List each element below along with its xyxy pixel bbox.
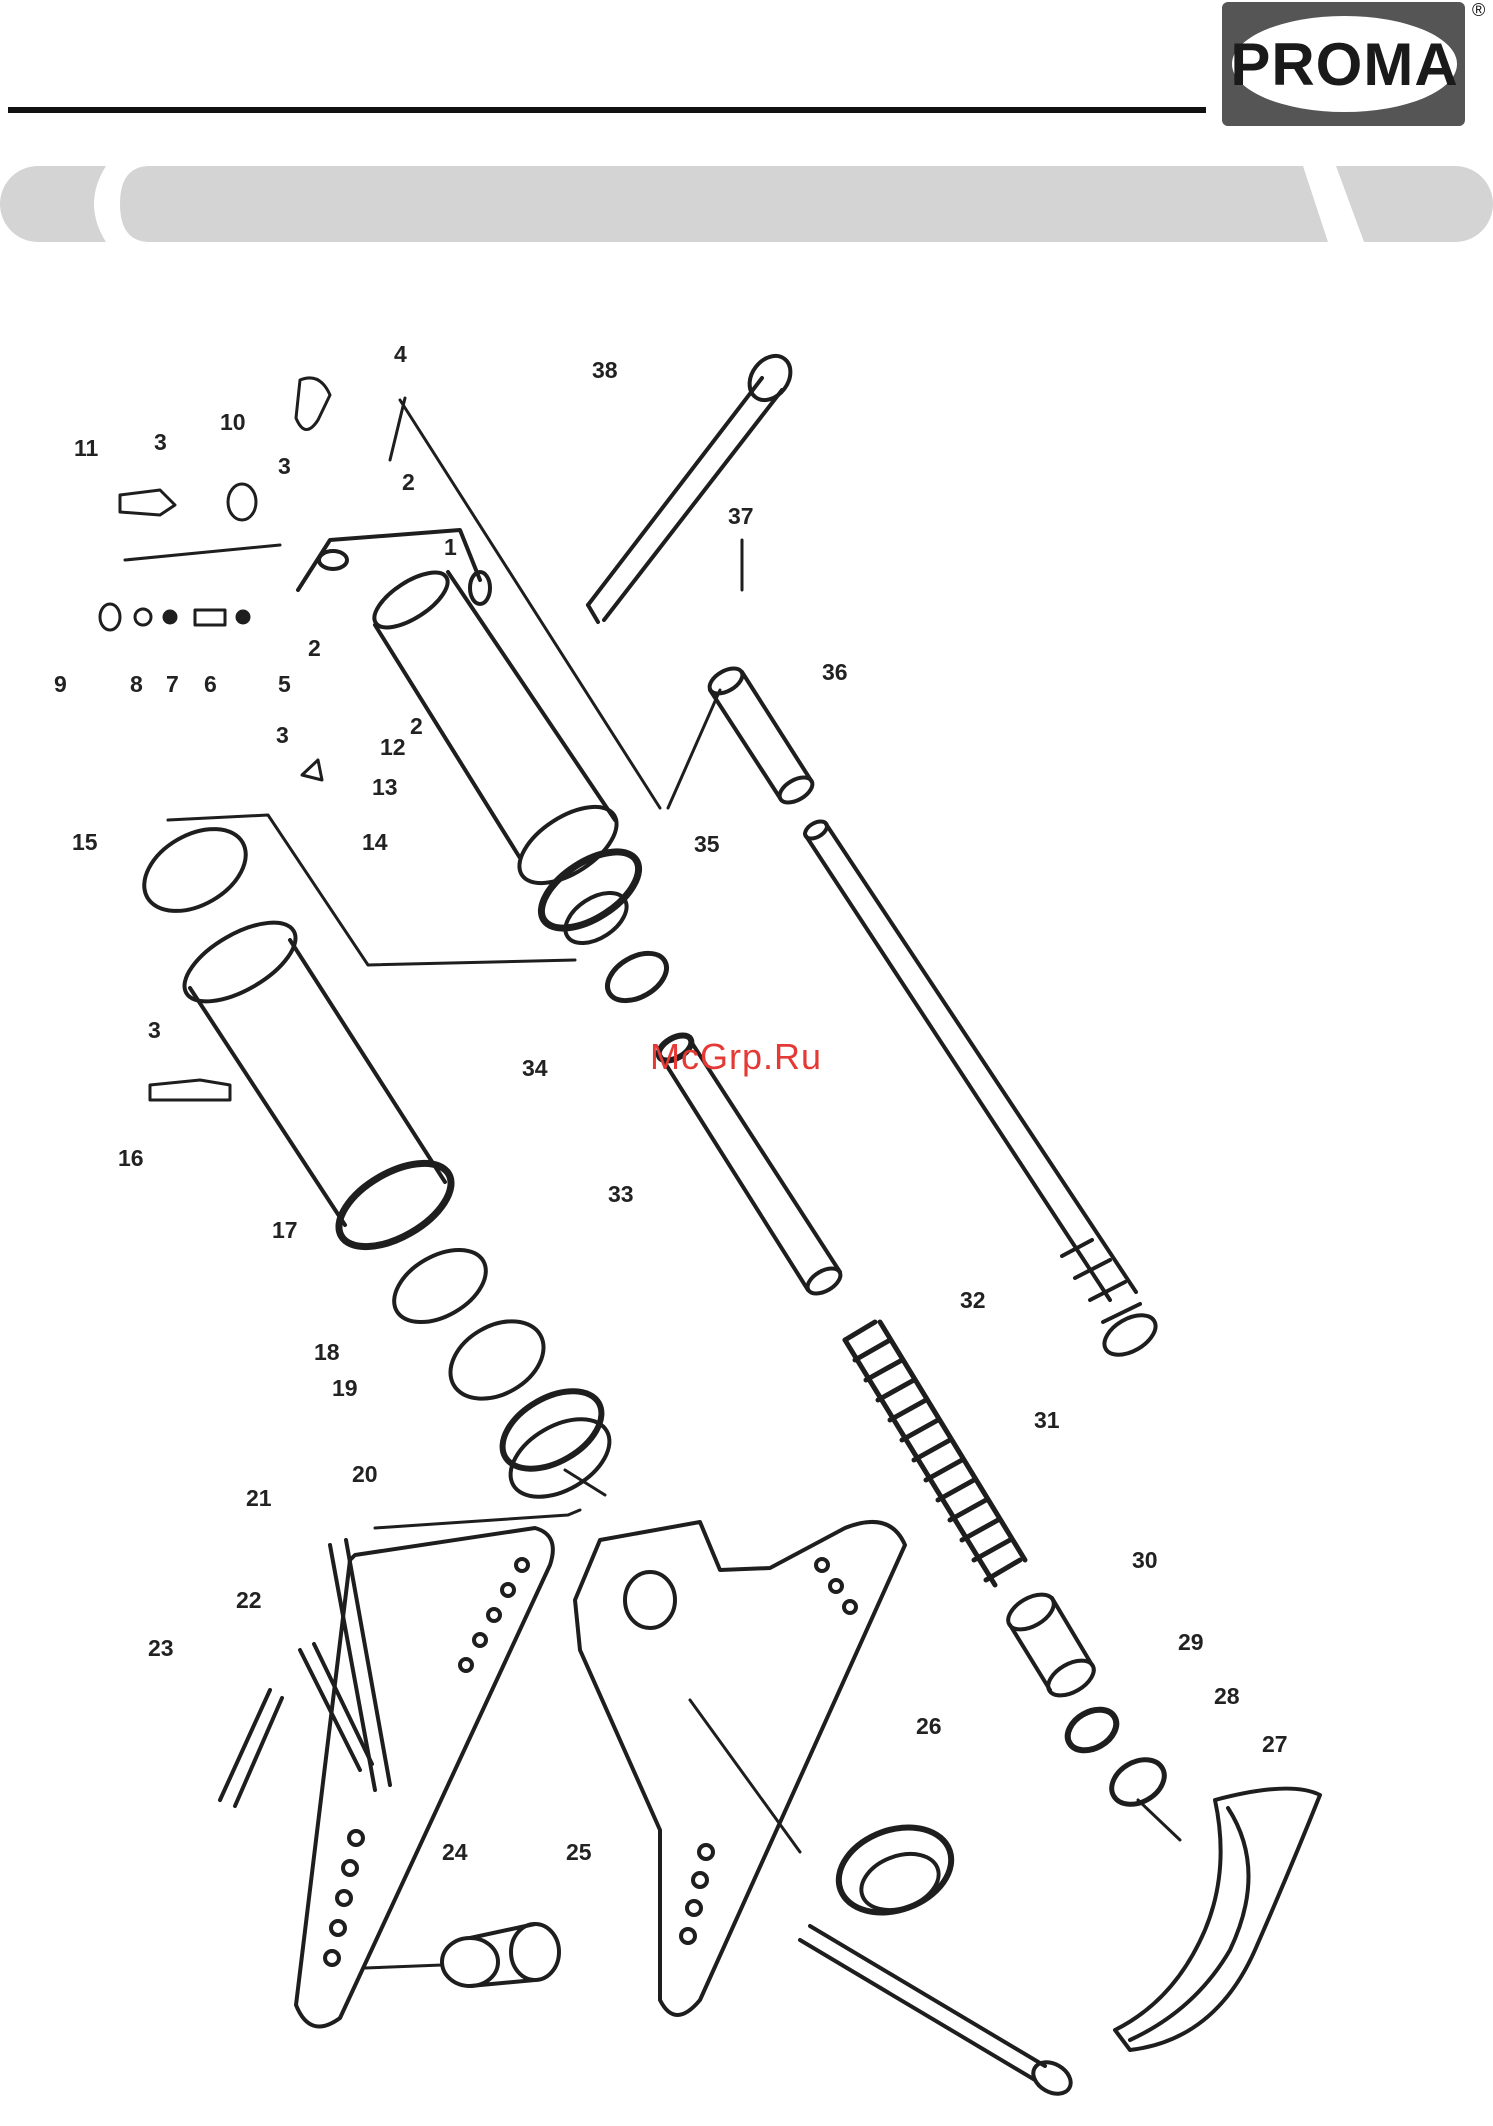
cylinder-sleeve <box>172 907 464 1264</box>
part-label-9: 9 <box>54 671 67 697</box>
pin-23 <box>220 1690 282 1806</box>
part-label-22: 22 <box>236 1587 262 1613</box>
bending-die <box>1115 1789 1320 2050</box>
part-label-5: 5 <box>278 671 291 697</box>
plunger-rod <box>588 348 799 622</box>
part-label-36: 36 <box>822 659 848 685</box>
part-label-34: 34 <box>522 1055 548 1081</box>
part-label-3c: 3 <box>276 722 289 748</box>
part-label-29: 29 <box>1178 1629 1204 1655</box>
part-label-24: 24 <box>442 1839 468 1865</box>
o-ring-15 <box>130 812 260 928</box>
part-label-26: 26 <box>916 1713 942 1739</box>
part-label-2a: 2 <box>402 469 415 495</box>
part-label-33: 33 <box>608 1181 634 1207</box>
part-label-37: 37 <box>728 503 754 529</box>
part-label-31: 31 <box>1034 1407 1060 1433</box>
bushing <box>1002 1587 1099 1702</box>
part-label-23: 23 <box>148 1635 174 1661</box>
part-label-25: 25 <box>566 1839 592 1865</box>
part-label-15: 15 <box>72 829 98 855</box>
bolt <box>800 1926 1045 2080</box>
part-label-13: 13 <box>372 774 398 800</box>
leader-lines <box>125 398 1180 1968</box>
nut-29 <box>1060 1701 1123 1758</box>
part-label-19: 19 <box>332 1375 358 1401</box>
watermark: McGrp.Ru <box>650 1036 822 1078</box>
part-label-8: 8 <box>130 671 143 697</box>
part-label-21: 21 <box>246 1485 272 1511</box>
part-label-1: 1 <box>444 534 457 560</box>
locking-nut <box>442 1924 559 1986</box>
part-label-20: 20 <box>352 1461 378 1487</box>
washer-28 <box>1104 1751 1172 1814</box>
part-label-30: 30 <box>1132 1547 1158 1573</box>
part-label-12: 12 <box>380 734 406 760</box>
part-label-7: 7 <box>166 671 179 697</box>
part-label-35: 35 <box>694 831 720 857</box>
part-label-3d: 3 <box>148 1017 161 1043</box>
part-label-6: 6 <box>204 671 217 697</box>
nut-34 <box>599 944 674 1011</box>
part-label-27: 27 <box>1262 1731 1288 1757</box>
part-label-16: 16 <box>118 1145 144 1171</box>
part-label-32: 32 <box>960 1287 986 1313</box>
part-label-3a: 3 <box>154 429 167 455</box>
part-label-10: 10 <box>220 409 246 435</box>
part-label-28: 28 <box>1214 1683 1240 1709</box>
left-side-plate <box>296 1528 553 2026</box>
part-label-3b: 3 <box>278 453 291 479</box>
part-label-17: 17 <box>272 1217 298 1243</box>
part-label-4: 4 <box>394 341 407 367</box>
part-label-2b: 2 <box>308 635 321 661</box>
part-label-18: 18 <box>314 1339 340 1365</box>
roller <box>827 1813 963 1928</box>
o-ring-18 <box>382 1235 499 1337</box>
spring <box>845 1322 1025 1585</box>
valve-parts <box>100 378 330 1100</box>
part-label-38: 38 <box>592 357 618 383</box>
part-label-11: 11 <box>74 435 99 461</box>
upper-tube <box>705 663 816 807</box>
part-label-2c: 2 <box>410 713 423 739</box>
long-rod <box>802 818 1162 1363</box>
part-label-14: 14 <box>362 829 388 855</box>
